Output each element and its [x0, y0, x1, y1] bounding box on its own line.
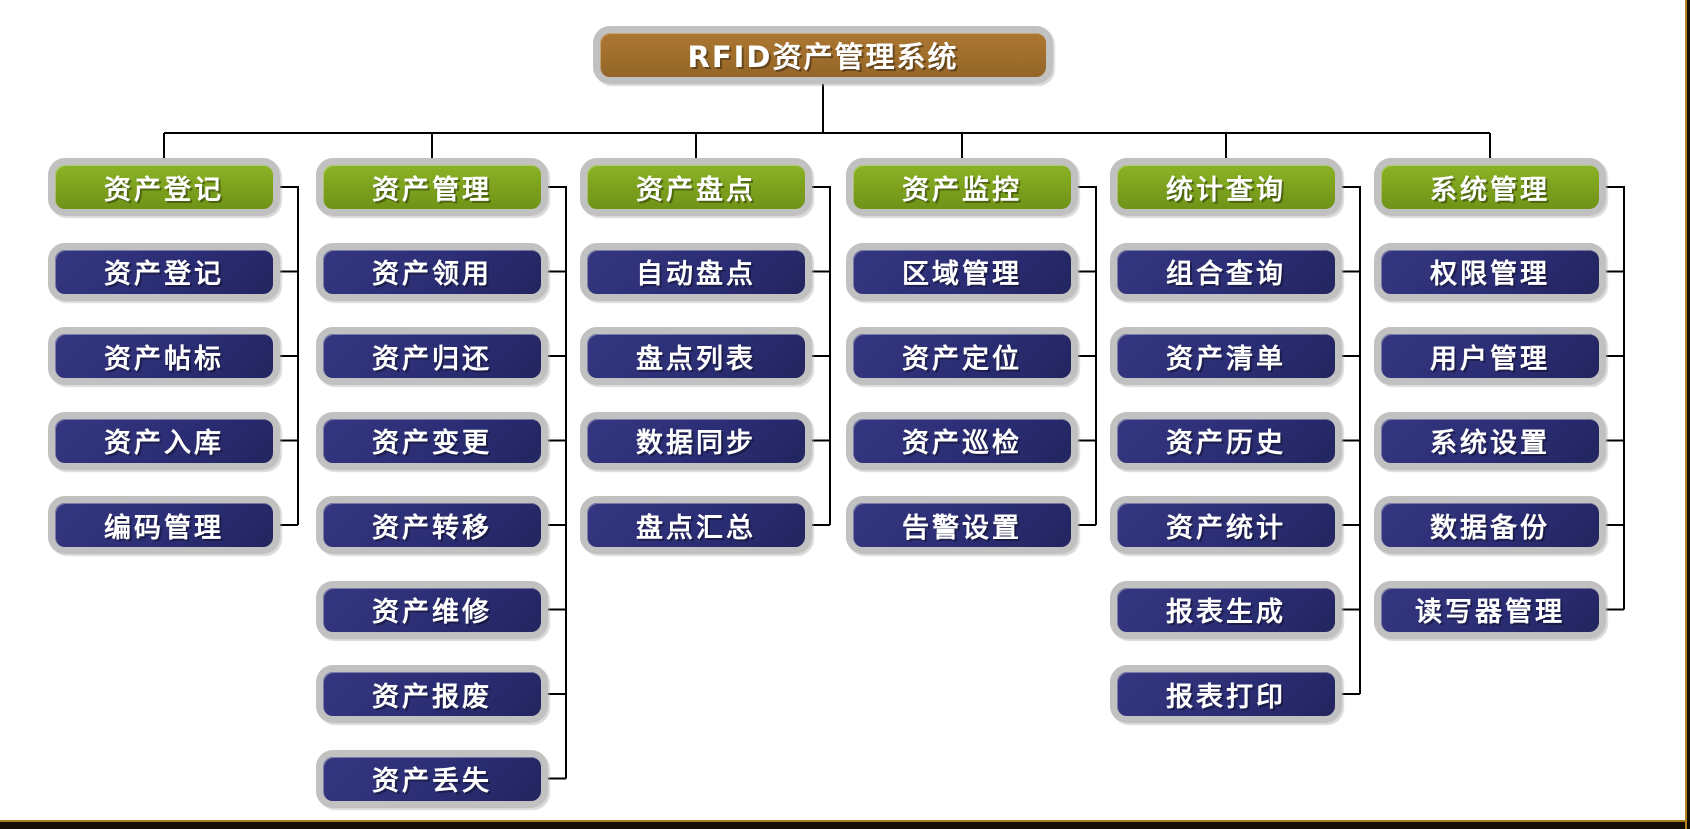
- right-frame-line: [1685, 0, 1690, 829]
- column-1-child-node-3: 资产入库: [48, 411, 280, 470]
- column-6-child-node-1: 权限管理: [1374, 242, 1606, 301]
- column-1-child-node-1: 资产登记: [48, 242, 280, 301]
- column-2-child-node-4: 资产转移: [316, 496, 548, 554]
- column-5-child-node-3: 资产历史: [1110, 411, 1342, 470]
- root-node-label: RFID资产管理系统: [687, 40, 959, 74]
- column-6-child-node-2: 用户管理: [1374, 327, 1606, 385]
- column-5-child-node-4-label: 资产统计: [1166, 512, 1286, 544]
- column-5-child-node-2-label: 资产清单: [1166, 343, 1286, 375]
- column-2-child-node-6-label: 资产报废: [372, 681, 492, 713]
- column-2-child-node-7-label: 资产丢失: [372, 766, 492, 797]
- column-2-child-node-2-label: 资产归还: [372, 343, 492, 375]
- column-3-header-node-label: 资产盘点: [636, 174, 756, 206]
- column-3-child-node-1: 自动盘点: [580, 242, 812, 301]
- column-6-child-node-1-label: 权限管理: [1430, 259, 1550, 290]
- column-3-child-node-4-label: 盘点汇总: [636, 512, 756, 544]
- column-3-child-node-2: 盘点列表: [580, 327, 812, 385]
- column-6-child-node-2-label: 用户管理: [1430, 343, 1550, 375]
- column-1-child-node-2-label: 资产帖标: [104, 343, 224, 375]
- column-5-header-node-label: 统计查询: [1166, 174, 1286, 206]
- column-4-child-node-1-label: 区域管理: [902, 259, 1022, 290]
- column-6-child-node-5: 读写器管理: [1374, 580, 1606, 639]
- column-2-header-node: 资产管理: [316, 158, 548, 216]
- column-5-child-node-2: 资产清单: [1110, 327, 1342, 385]
- column-5-child-node-1: 组合查询: [1110, 242, 1342, 301]
- column-2-child-node-4-label: 资产转移: [372, 512, 492, 544]
- column-4-header-node: 资产监控: [846, 158, 1078, 216]
- column-2-child-node-5-label: 资产维修: [372, 597, 492, 628]
- column-5-header-node: 统计查询: [1110, 158, 1342, 216]
- column-1-child-node-3-label: 资产入库: [104, 428, 224, 459]
- column-5-child-node-1-label: 组合查询: [1166, 259, 1286, 290]
- column-1-child-node-2: 资产帖标: [48, 327, 280, 385]
- column-1-child-node-4-label: 编码管理: [104, 512, 224, 544]
- column-3-header-node: 资产盘点: [580, 158, 812, 216]
- column-2-child-node-7: 资产丢失: [316, 749, 548, 808]
- column-5-child-node-6: 报表打印: [1110, 665, 1342, 723]
- column-5-child-node-4: 资产统计: [1110, 496, 1342, 554]
- column-3-child-node-2-label: 盘点列表: [636, 343, 756, 375]
- column-3-child-node-1-label: 自动盘点: [636, 259, 756, 290]
- column-6-child-node-5-label: 读写器管理: [1415, 597, 1565, 628]
- column-1-header-node-label: 资产登记: [104, 174, 224, 206]
- column-3-child-node-4: 盘点汇总: [580, 496, 812, 554]
- column-1-child-node-4: 编码管理: [48, 496, 280, 554]
- column-6-child-node-3-label: 系统设置: [1430, 428, 1550, 459]
- column-6-header-node: 系统管理: [1374, 158, 1606, 216]
- root-node: RFID资产管理系统: [593, 26, 1053, 84]
- column-2-child-node-1-label: 资产领用: [372, 259, 492, 290]
- column-5-child-node-5-label: 报表生成: [1166, 597, 1286, 628]
- column-2-child-node-3: 资产变更: [316, 411, 548, 470]
- column-2-child-node-3-label: 资产变更: [372, 428, 492, 459]
- column-4-child-node-2-label: 资产定位: [902, 343, 1022, 375]
- column-2-header-node-label: 资产管理: [372, 174, 492, 206]
- column-4-child-node-1: 区域管理: [846, 242, 1078, 301]
- column-2-child-node-5: 资产维修: [316, 580, 548, 639]
- column-5-child-node-5: 报表生成: [1110, 580, 1342, 639]
- column-2-child-node-1: 资产领用: [316, 242, 548, 301]
- column-2-child-node-6: 资产报废: [316, 665, 548, 723]
- column-4-child-node-3-label: 资产巡检: [902, 428, 1022, 459]
- column-4-header-node-label: 资产监控: [902, 174, 1022, 206]
- column-6-child-node-4: 数据备份: [1374, 496, 1606, 554]
- column-3-child-node-3-label: 数据同步: [636, 428, 756, 459]
- column-1-header-node: 资产登记: [48, 158, 280, 216]
- column-5-child-node-6-label: 报表打印: [1166, 681, 1286, 713]
- column-5-child-node-3-label: 资产历史: [1166, 428, 1286, 459]
- column-4-child-node-2: 资产定位: [846, 327, 1078, 385]
- column-6-child-node-4-label: 数据备份: [1430, 512, 1550, 544]
- column-4-child-node-3: 资产巡检: [846, 411, 1078, 470]
- column-4-child-node-4-label: 告警设置: [902, 512, 1022, 544]
- column-1-child-node-1-label: 资产登记: [104, 259, 224, 290]
- column-2-child-node-2: 资产归还: [316, 327, 548, 385]
- column-6-header-node-label: 系统管理: [1430, 174, 1550, 206]
- bottom-frame-line: [0, 820, 1690, 829]
- column-4-child-node-4: 告警设置: [846, 496, 1078, 554]
- column-3-child-node-3: 数据同步: [580, 411, 812, 470]
- column-6-child-node-3: 系统设置: [1374, 411, 1606, 470]
